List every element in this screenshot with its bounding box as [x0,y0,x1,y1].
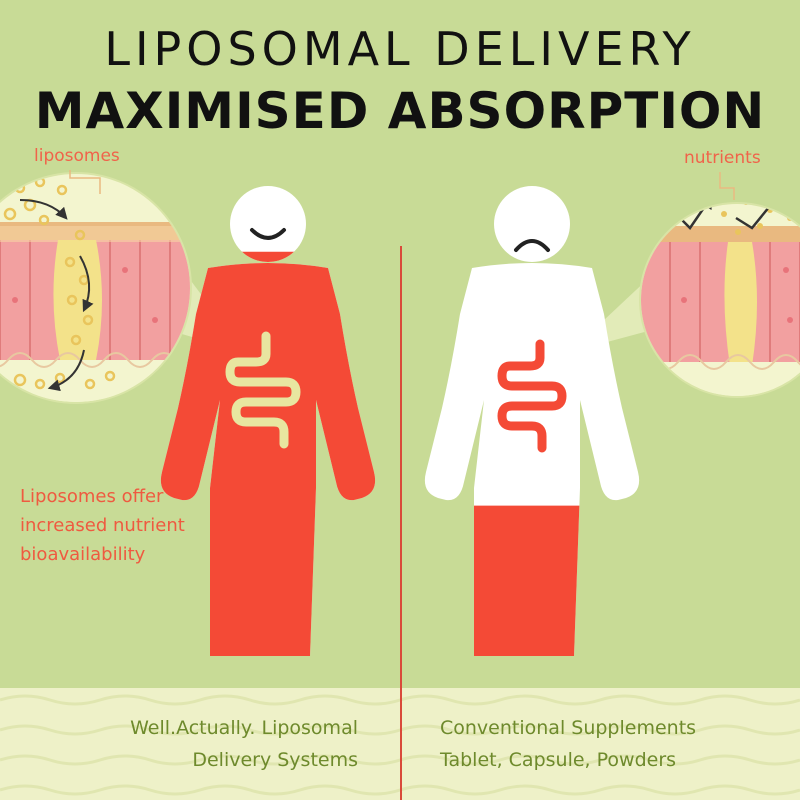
smile-icon [250,228,286,240]
footer-left-caption: Well.Actually. Liposomal Delivery System… [58,712,358,776]
footer-right-line: Tablet, Capsule, Powders [440,749,677,771]
title-line-2: MAXIMISED ABSORPTION [34,82,766,140]
benefit-line: bioavailability [20,544,146,565]
footer-right-line: Conventional Supplements [440,717,697,739]
footer-right-caption: Conventional Supplements Tablet, Capsule… [440,712,760,776]
intestine-icon [497,339,567,453]
benefit-line: increased nutrient [20,515,185,536]
liposomal-figure [160,186,376,656]
frown-icon [514,239,550,252]
benefit-line: Liposomes offer [20,486,164,507]
footer-left-line: Well.Actually. Liposomal [130,717,358,739]
liposomes-magnifier [0,172,192,404]
benefit-text: Liposomes offer increased nutrient bioav… [20,482,260,569]
liposomes-label: liposomes [34,146,120,166]
title-line-1: LIPOSOMAL DELIVERY [104,22,696,76]
nutrients-label: nutrients [684,148,761,168]
conventional-figure [424,186,640,656]
footer-left-line: Delivery Systems [192,749,358,771]
intestine-icon [225,331,301,449]
